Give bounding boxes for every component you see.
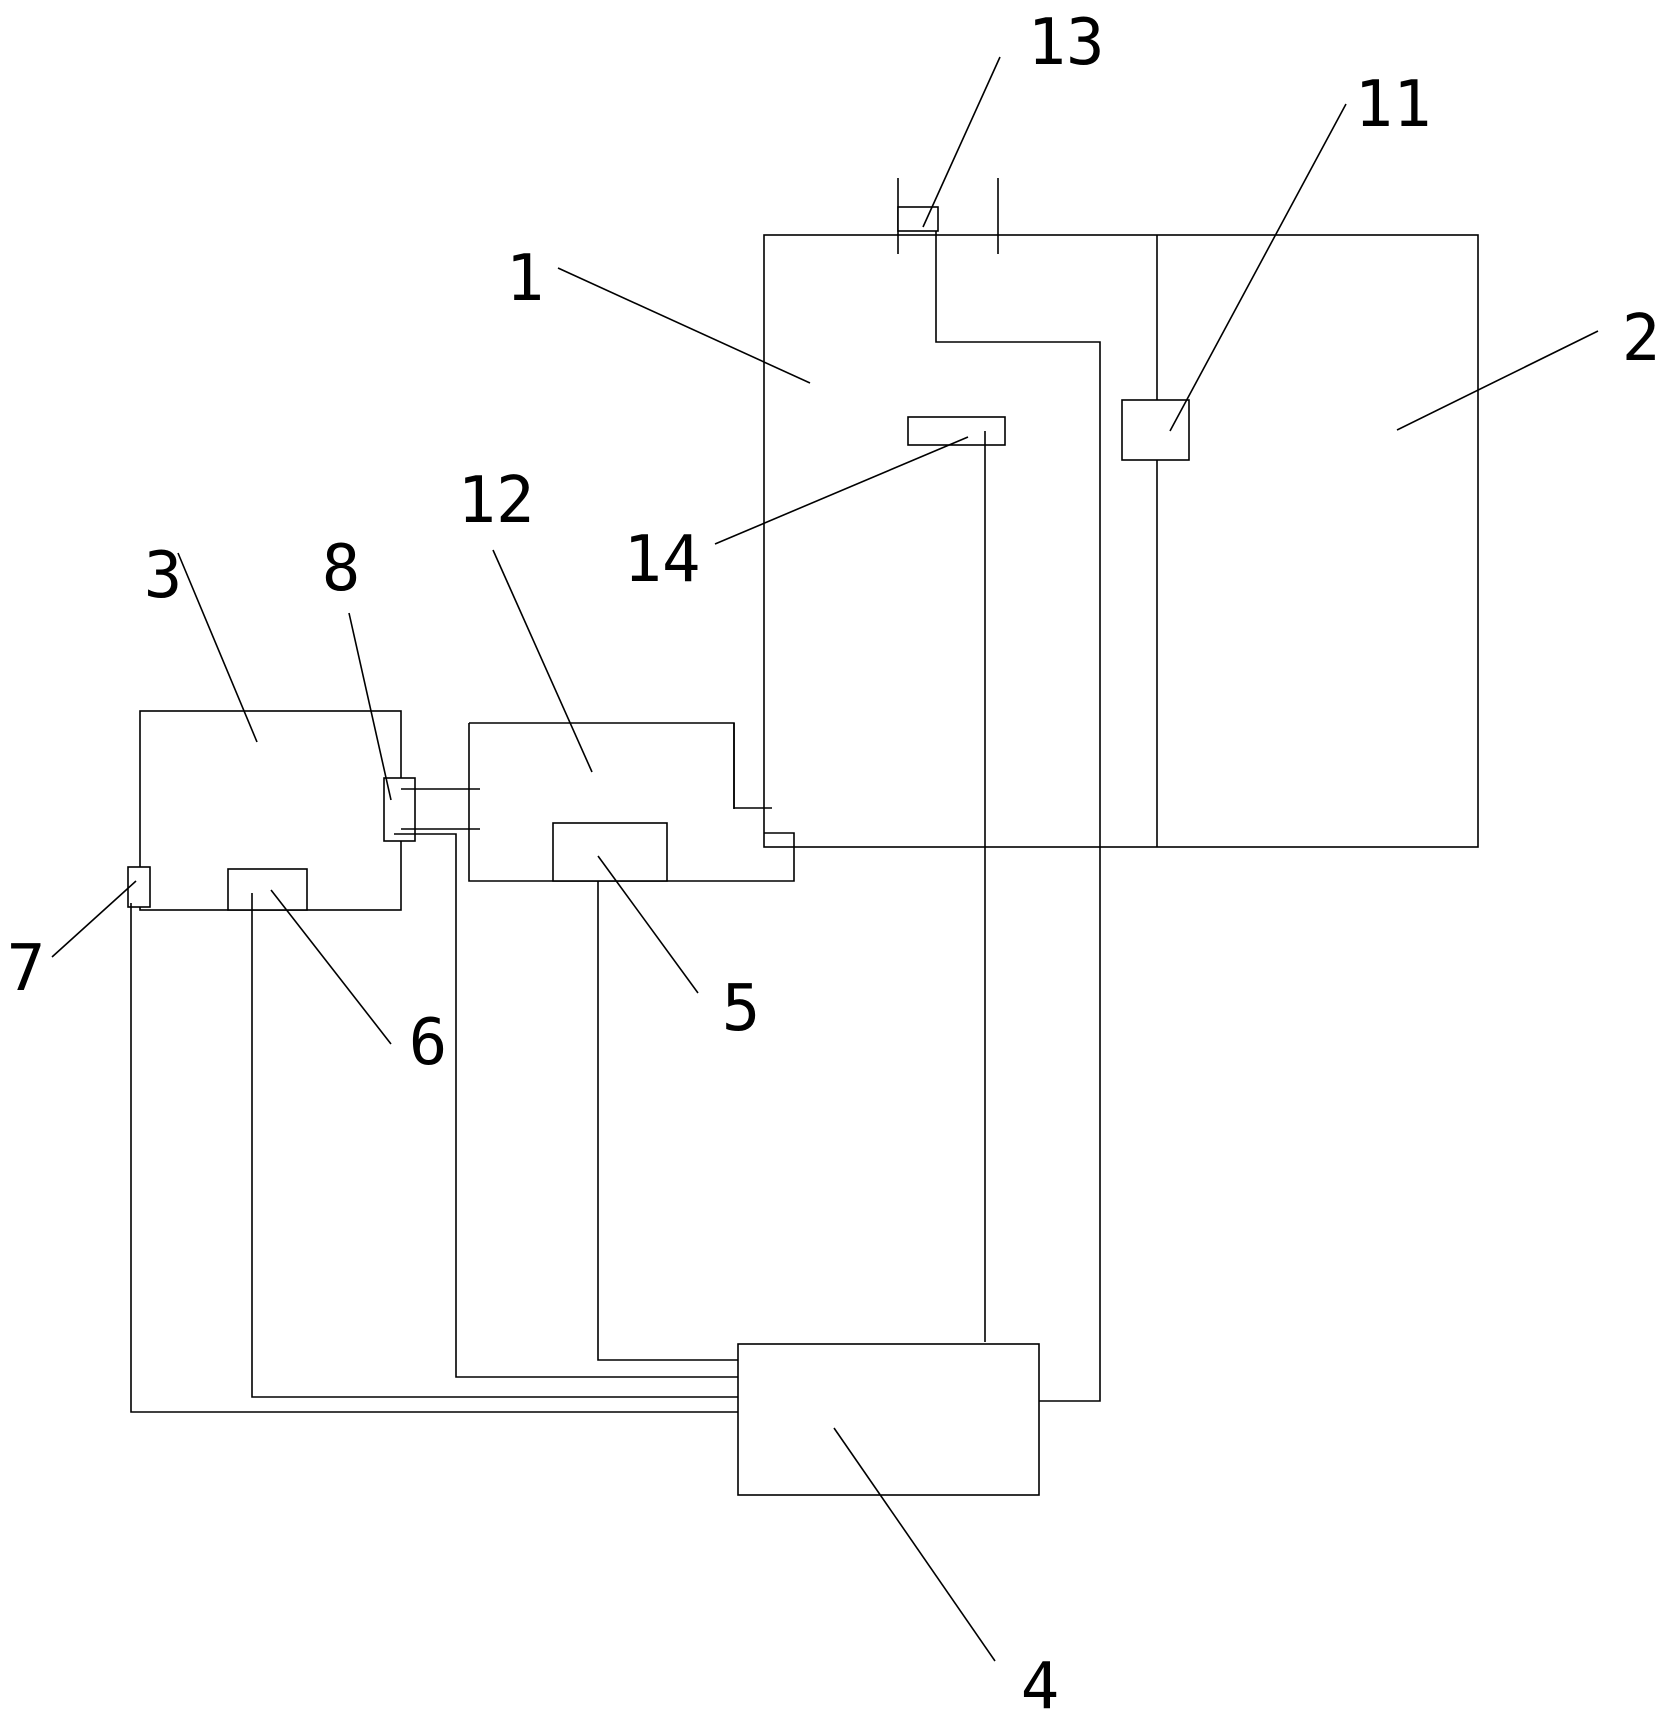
wiring (130, 231, 1101, 1413)
leader-3 (177, 552, 258, 743)
controller-4 (737, 1343, 1040, 1496)
inlet-sensor (897, 206, 939, 232)
tank-12-body (469, 722, 772, 809)
wire-pump-5 (597, 881, 738, 1361)
label-2: 2 (1622, 302, 1661, 376)
tank-outline (763, 234, 1479, 848)
leader-7 (51, 880, 137, 958)
label-4: 4 (1021, 1650, 1060, 1718)
leader-6 (270, 889, 392, 1045)
leader-2 (1396, 330, 1599, 431)
wire-inlet-sensor-13 (935, 231, 1101, 1402)
leader-1 (557, 267, 811, 384)
reference-numerals: 1 2 3 4 5 6 7 8 11 12 13 14 (7, 6, 1661, 1718)
label-7: 7 (7, 932, 46, 1006)
label-12: 12 (457, 464, 534, 538)
leader-14 (714, 436, 969, 545)
label-11: 11 (1354, 68, 1431, 142)
label-1: 1 (506, 242, 545, 316)
leader-8 (348, 612, 392, 801)
label-8: 8 (322, 532, 361, 606)
partition-sensor-11 (1121, 399, 1190, 461)
inlet-13 (897, 178, 999, 254)
level-sensor-14 (907, 416, 1006, 446)
label-13: 13 (1027, 6, 1104, 80)
label-5: 5 (722, 972, 761, 1046)
label-3: 3 (144, 539, 183, 613)
leader-11 (1169, 103, 1347, 432)
label-14: 14 (623, 523, 700, 597)
label-6: 6 (409, 1006, 448, 1080)
leaders (51, 56, 1599, 1662)
wire-sensor-7 (130, 903, 738, 1413)
sensor-7 (127, 866, 151, 908)
leader-12 (492, 549, 593, 773)
tank-1-2 (763, 234, 1479, 848)
wire-pump-6 (251, 893, 738, 1398)
leader-5 (597, 855, 699, 994)
pump-6 (227, 868, 308, 911)
leader-13 (922, 56, 1001, 228)
leader-4 (833, 1427, 996, 1662)
wire-sensor-8 (394, 833, 738, 1378)
